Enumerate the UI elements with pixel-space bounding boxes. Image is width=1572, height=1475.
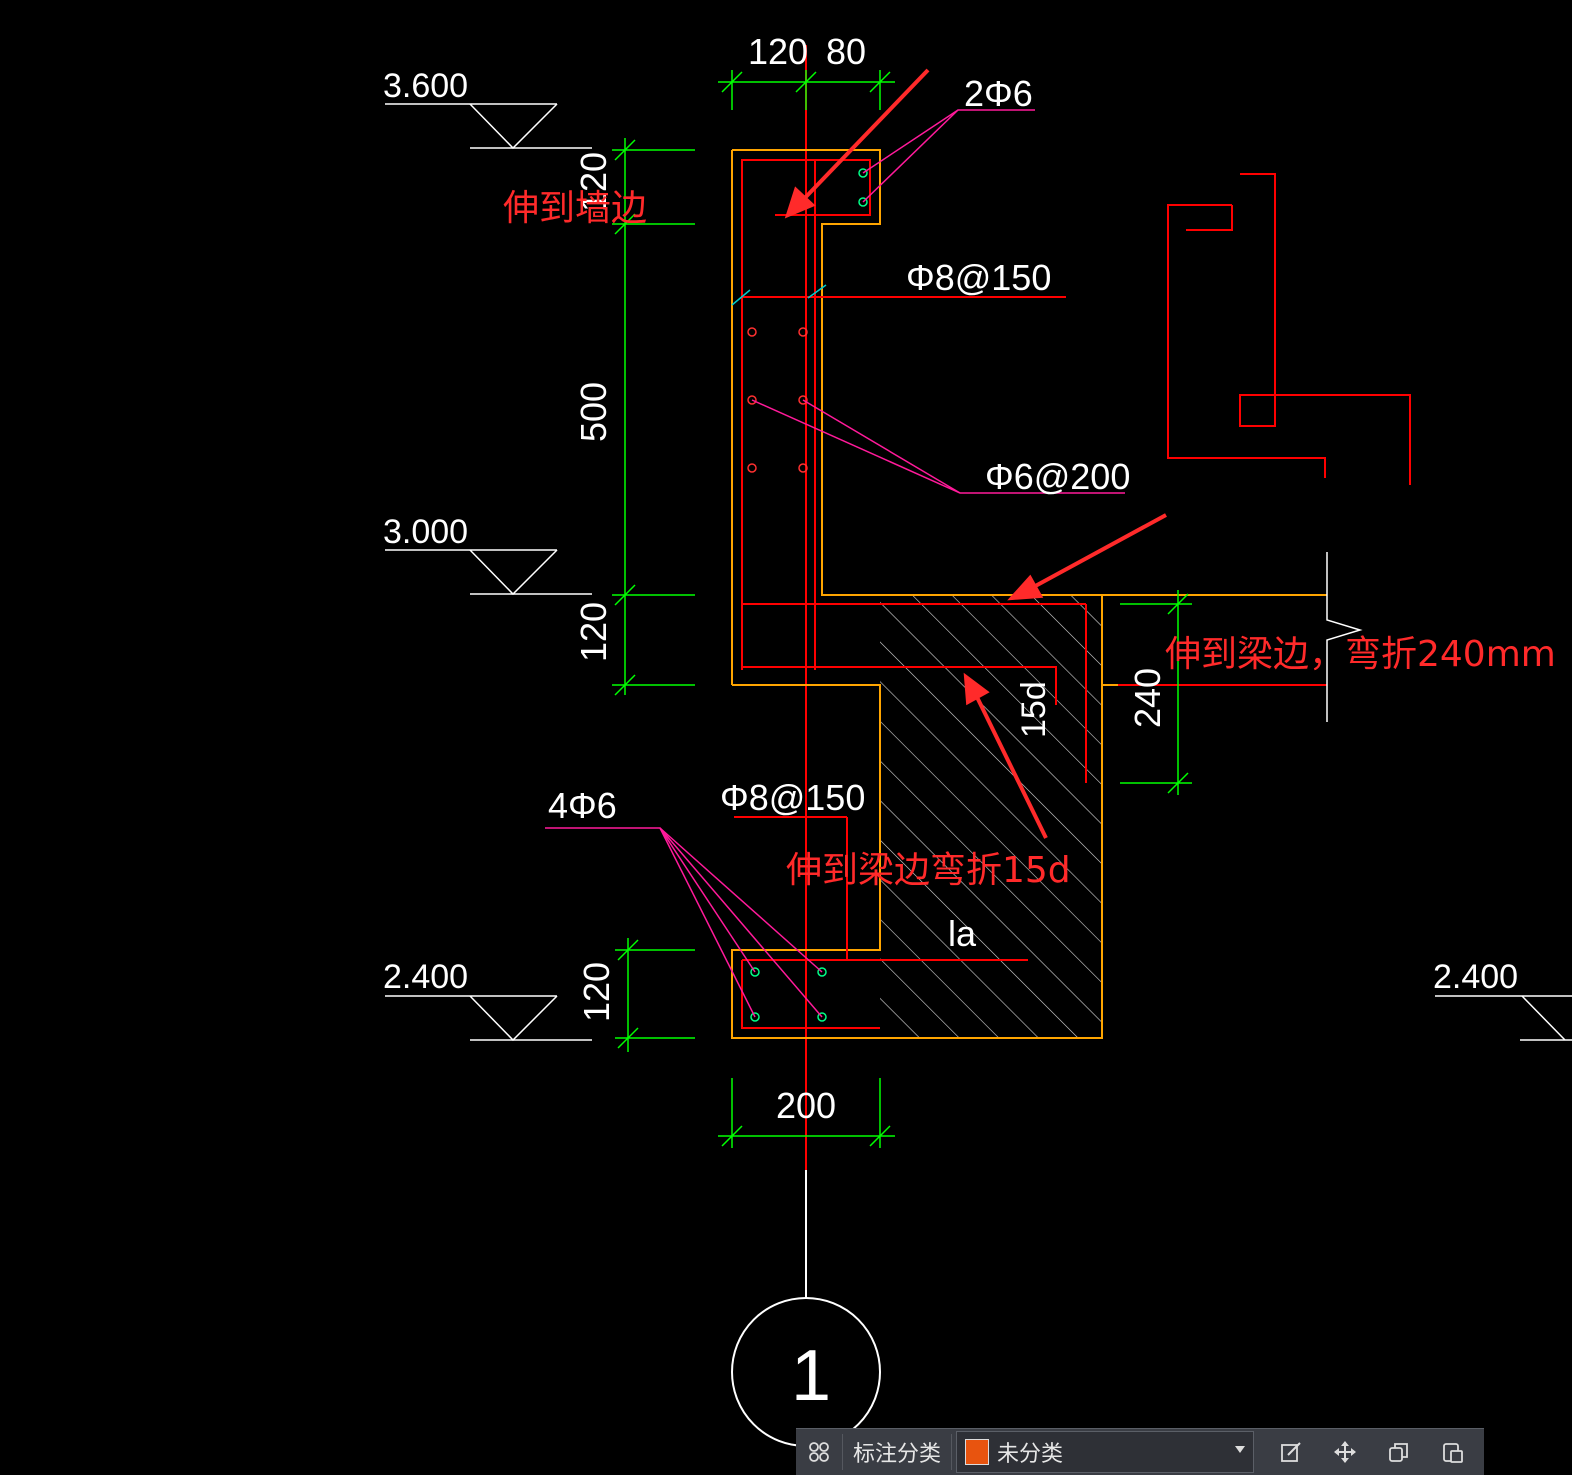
axis-label: 1 [791, 1336, 831, 1416]
dim-v-120-bot: 120 [576, 962, 617, 1022]
concrete-outline [731, 149, 1327, 1039]
annotation-beam-edge-240: 伸到梁边，弯折240mm [1165, 634, 1556, 675]
dim-bottom: 200 [776, 1085, 836, 1126]
paste-button[interactable] [1430, 1429, 1476, 1475]
edit-button[interactable] [1268, 1429, 1314, 1475]
rebar-label-4phi6: 4Φ6 [548, 785, 617, 826]
category-dropdown[interactable]: 未分类 [956, 1431, 1255, 1473]
grid-icon [809, 1442, 829, 1462]
dim-top-left: 120 [748, 31, 808, 72]
leader-lines [545, 109, 1125, 1018]
rebar-lines [734, 159, 1411, 1029]
category-color-swatch [965, 1439, 990, 1465]
paste-icon [1443, 1443, 1463, 1463]
edit-icon [1281, 1442, 1301, 1462]
annotation-toolbar: 标注分类 未分类 [796, 1428, 1484, 1475]
dimension-lines [612, 70, 1192, 1148]
rebar-label-phi8-150-bottom: Φ8@150 [720, 777, 865, 818]
anchorage-label-la: la [948, 913, 977, 954]
dim-top-right: 80 [826, 31, 866, 72]
rebar-label-2phi6: 2Φ6 [964, 73, 1033, 114]
dim-15d: 15d [1015, 681, 1053, 738]
dim-v-top: 120 [573, 152, 614, 212]
rebar-dots [747, 168, 868, 1022]
level-2400-right: 2.400 [1433, 958, 1518, 996]
level-marks [385, 103, 1572, 1042]
level-2400-left: 2.400 [383, 958, 468, 996]
copy-button[interactable] [1376, 1429, 1422, 1475]
dim-v-240: 240 [1127, 668, 1168, 728]
move-button[interactable] [1322, 1429, 1368, 1475]
annotation-to-wall-edge: 伸到墙边 [503, 188, 647, 229]
level-3000: 3.000 [383, 513, 468, 551]
chevron-down-icon [1235, 1446, 1246, 1453]
rebar-label-phi8-150-top: Φ8@150 [906, 257, 1051, 298]
dim-v-500: 500 [573, 382, 614, 442]
annotation-arrows [784, 68, 1167, 839]
copy-icon [1389, 1443, 1408, 1462]
toolbar-icons [1268, 1429, 1476, 1475]
category-label: 标注分类 [853, 1442, 942, 1467]
category-dropdown-value: 未分类 [997, 1442, 1064, 1467]
beam-hatch [880, 595, 1102, 1038]
toolbar-separator [842, 1434, 843, 1470]
annotation-beam-edge-15d: 伸到梁边弯折15d [786, 850, 1071, 891]
level-3600: 3.600 [383, 67, 468, 105]
move-icon [1334, 1441, 1357, 1463]
toolbar-separator [951, 1434, 953, 1470]
rebar-label-phi6-200: Φ6@200 [985, 456, 1130, 497]
grid-menu-button[interactable] [796, 1429, 842, 1475]
dim-v-120-mid: 120 [573, 602, 614, 662]
